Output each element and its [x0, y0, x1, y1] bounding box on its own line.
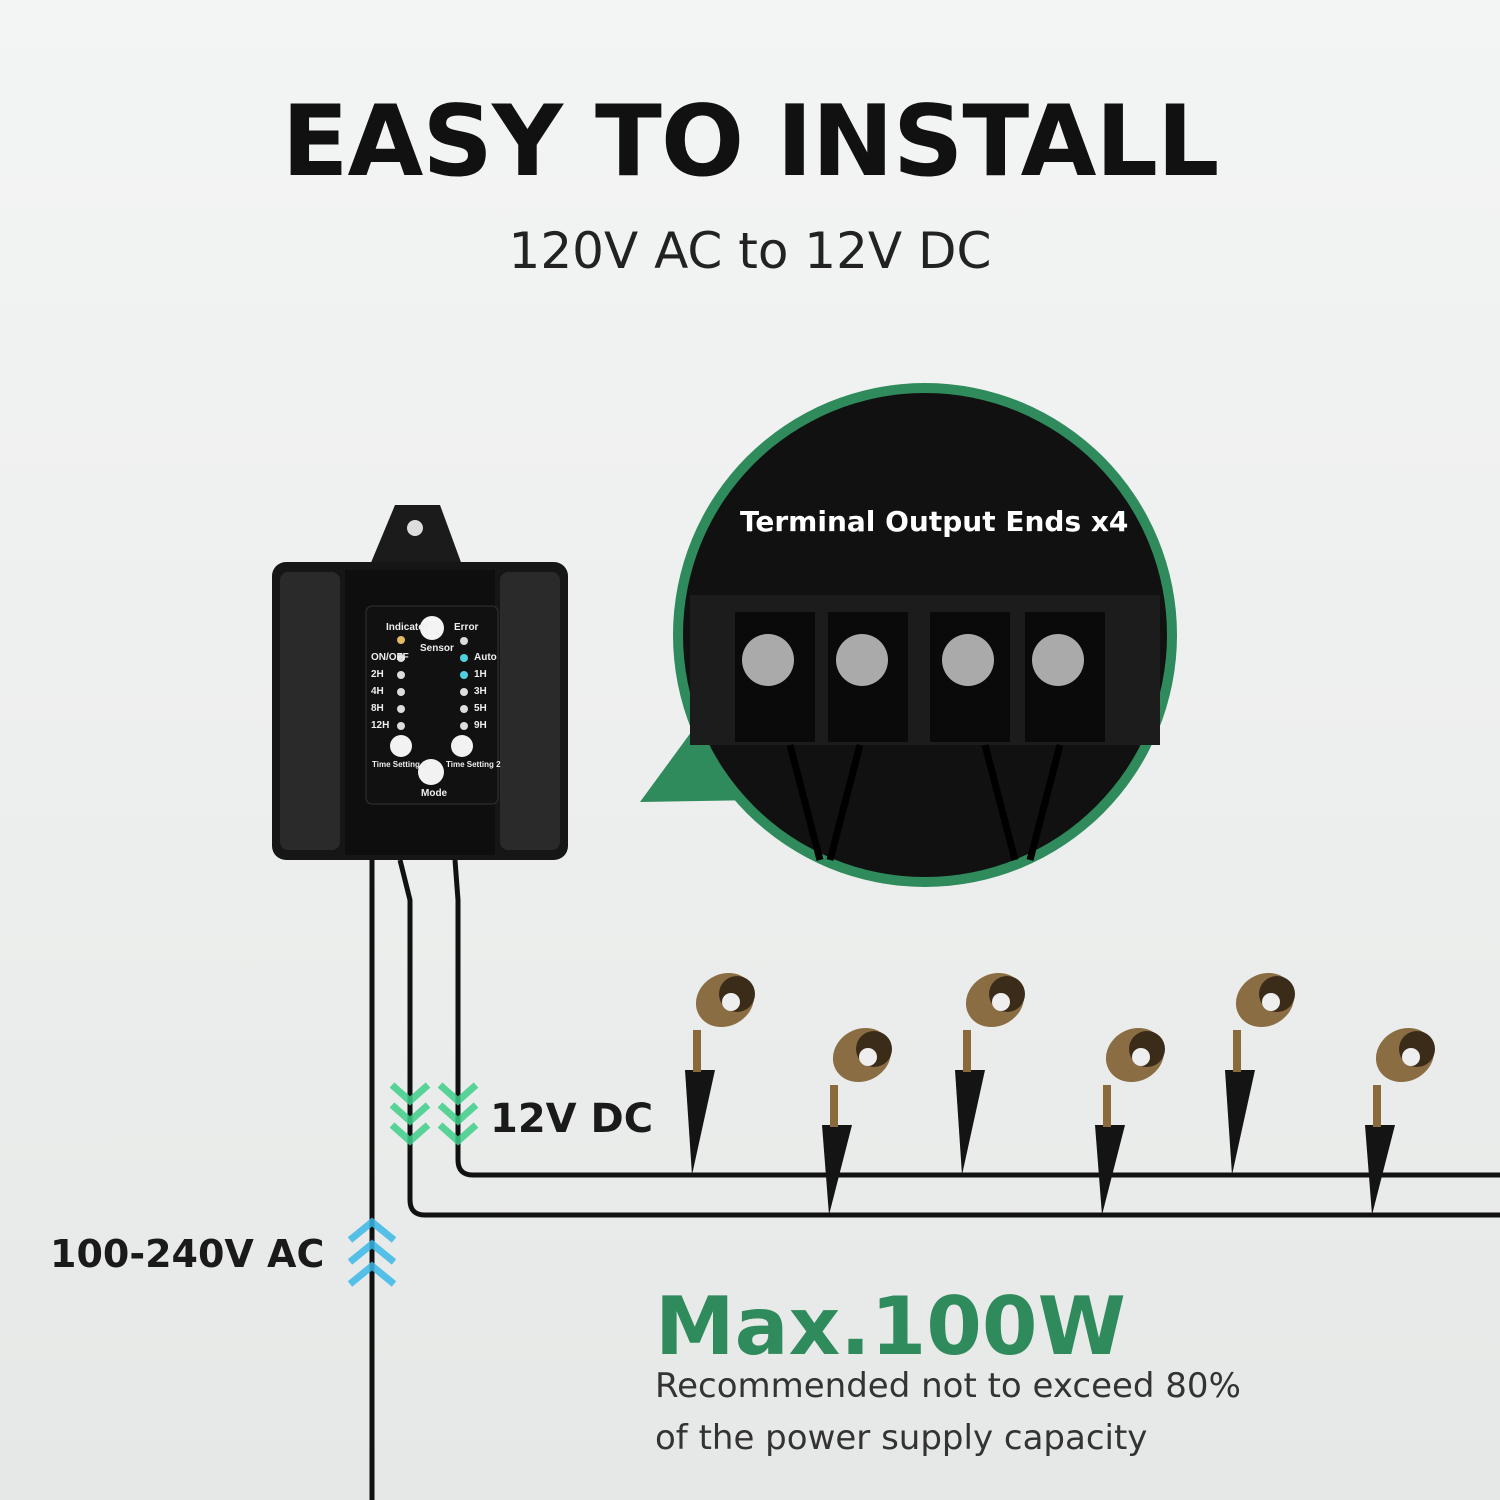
led-label-right: Auto: [474, 652, 497, 663]
terminal-screws: [735, 612, 1105, 742]
led-label-right: 9H: [474, 720, 487, 731]
ac-arrows-icon: [347, 1217, 397, 1287]
indicator-label: Indicator: [386, 622, 429, 633]
page-title: EASY TO INSTALL: [281, 85, 1220, 199]
wires: [369, 859, 1500, 1500]
time-setting-2-label: Time Setting 2: [446, 760, 501, 769]
spotlight-icon: [955, 972, 1025, 1175]
led-label-left: 8H: [371, 703, 384, 714]
spotlight-icon: [822, 1027, 892, 1215]
dc-wire-2: [452, 859, 1500, 1178]
dc-output-label: 12V DC: [490, 1096, 654, 1142]
error-label: Error: [454, 622, 479, 633]
led-label-left: 12H: [371, 720, 390, 731]
terminal-callout: [640, 383, 1177, 887]
led-label-left: ON/OFF: [371, 652, 409, 663]
mode-label: Mode: [421, 788, 448, 799]
callout-label: Terminal Output Ends x4: [740, 505, 1129, 538]
max-power: Max.100W: [655, 1280, 1126, 1373]
spotlight-icon: [1095, 1027, 1165, 1215]
led-label-right: 5H: [474, 703, 487, 714]
page-subtitle: 120V AC to 12V DC: [508, 222, 992, 280]
spotlight-icon: [1365, 1027, 1435, 1215]
led-label-right: 1H: [474, 669, 487, 680]
dc-wire-1: [397, 859, 1500, 1218]
ac-input-label: 100-240V AC: [50, 1232, 325, 1276]
recommendation-line-1: Recommended not to exceed 80%: [655, 1366, 1241, 1406]
led-label-right: 3H: [474, 686, 487, 697]
recommendation-line-2: of the power supply capacity: [655, 1418, 1148, 1458]
sensor-label: Sensor: [420, 643, 454, 654]
spotlight-icon: [685, 972, 755, 1175]
led-label-left: 2H: [371, 669, 384, 680]
led-label-left: 4H: [371, 686, 384, 697]
dc-arrows-icon: [389, 1082, 479, 1146]
power-supply-device: [272, 505, 568, 860]
spotlight-icon: [1225, 972, 1295, 1175]
time-setting-1-label: Time Setting 1: [372, 760, 427, 769]
